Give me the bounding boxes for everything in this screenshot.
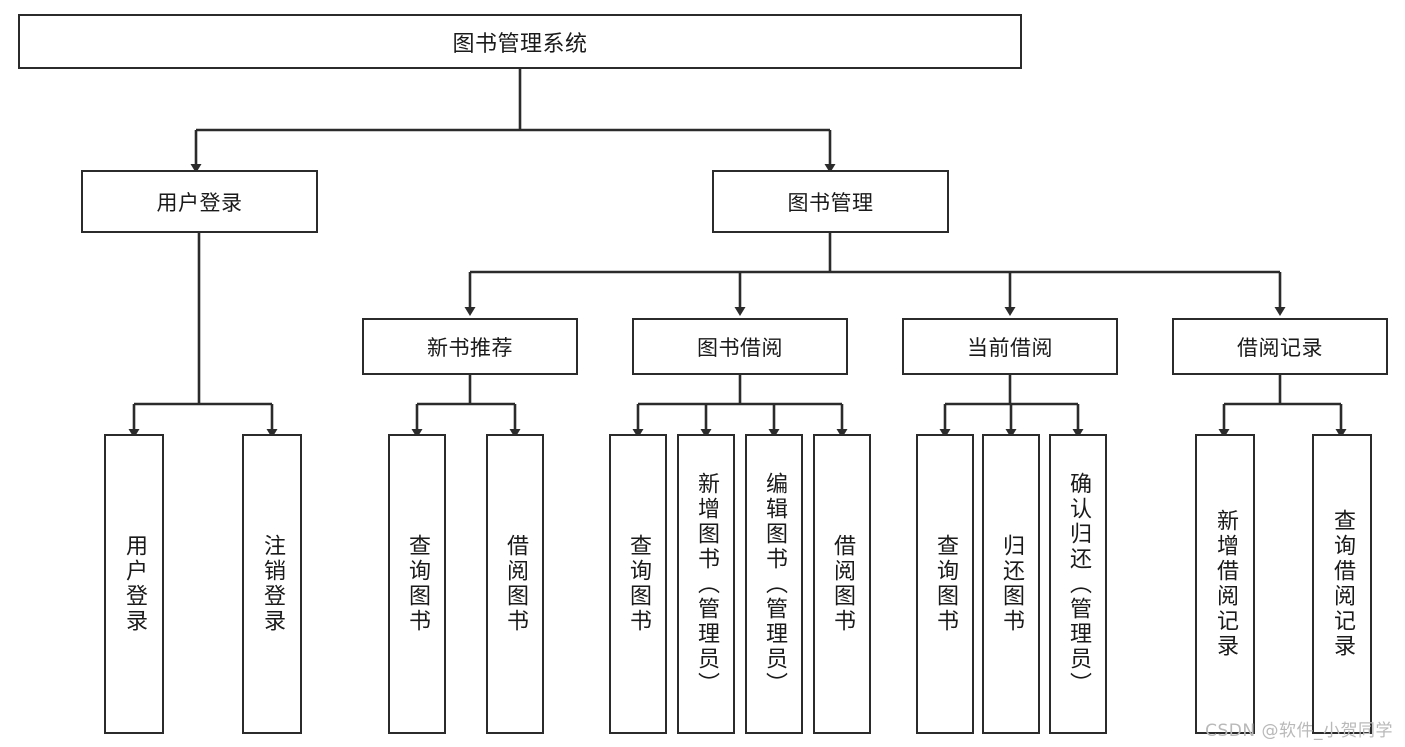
watermark: CSDN @软件_小贺同学 bbox=[1205, 721, 1393, 741]
node-user-login-label: 用户登录 bbox=[156, 190, 243, 215]
leaf-borrow-book-1[interactable]: 借阅图书 bbox=[486, 434, 544, 734]
node-borrow-record[interactable]: 借阅记录 bbox=[1172, 318, 1388, 375]
leaf-edit-book[interactable]: 编辑图书（管理员） bbox=[745, 434, 803, 734]
node-current-borrow[interactable]: 当前借阅 bbox=[902, 318, 1118, 375]
node-book-manage-label: 图书管理 bbox=[787, 190, 874, 215]
leaf-query-book-1[interactable]: 查询图书 bbox=[388, 434, 446, 734]
node-new-book-recommend[interactable]: 新书推荐 bbox=[362, 318, 578, 375]
leaf-user-login[interactable]: 用户登录 bbox=[104, 434, 164, 734]
node-book-manage[interactable]: 图书管理 bbox=[712, 170, 949, 233]
leaf-query-book-3[interactable]: 查询图书 bbox=[916, 434, 974, 734]
node-root[interactable]: 图书管理系统 bbox=[18, 14, 1022, 69]
leaf-logout[interactable]: 注销登录 bbox=[242, 434, 302, 734]
leaf-edit-book-label: 编辑图书（管理员） bbox=[762, 471, 787, 697]
leaf-confirm-return[interactable]: 确认归还（管理员） bbox=[1049, 434, 1107, 734]
node-book-borrow[interactable]: 图书借阅 bbox=[632, 318, 848, 375]
leaf-return-book-label: 归还图书 bbox=[999, 534, 1024, 634]
node-book-borrow-label: 图书借阅 bbox=[697, 335, 783, 360]
leaf-borrow-book-2[interactable]: 借阅图书 bbox=[813, 434, 871, 734]
leaf-add-book-label: 新增图书（管理员） bbox=[694, 471, 719, 697]
node-current-borrow-label: 当前借阅 bbox=[967, 335, 1053, 360]
leaf-add-record[interactable]: 新增借阅记录 bbox=[1195, 434, 1255, 734]
leaf-query-record[interactable]: 查询借阅记录 bbox=[1312, 434, 1372, 734]
node-user-login[interactable]: 用户登录 bbox=[81, 170, 318, 233]
leaf-query-book-1-label: 查询图书 bbox=[405, 534, 430, 634]
node-root-label: 图书管理系统 bbox=[452, 31, 588, 57]
leaf-query-book-2[interactable]: 查询图书 bbox=[609, 434, 667, 734]
leaf-add-record-label: 新增借阅记录 bbox=[1213, 509, 1238, 659]
node-borrow-record-label: 借阅记录 bbox=[1237, 335, 1323, 360]
leaf-borrow-book-2-label: 借阅图书 bbox=[830, 534, 855, 634]
leaf-query-record-label: 查询借阅记录 bbox=[1330, 509, 1355, 659]
leaf-add-book[interactable]: 新增图书（管理员） bbox=[677, 434, 735, 734]
leaf-user-login-label: 用户登录 bbox=[122, 534, 147, 634]
leaf-logout-label: 注销登录 bbox=[260, 534, 285, 634]
leaf-query-book-3-label: 查询图书 bbox=[933, 534, 958, 634]
leaf-query-book-2-label: 查询图书 bbox=[626, 534, 651, 634]
leaf-confirm-return-label: 确认归还（管理员） bbox=[1066, 471, 1091, 697]
node-new-book-recommend-label: 新书推荐 bbox=[427, 335, 513, 360]
leaf-return-book[interactable]: 归还图书 bbox=[982, 434, 1040, 734]
leaf-borrow-book-1-label: 借阅图书 bbox=[503, 534, 528, 634]
